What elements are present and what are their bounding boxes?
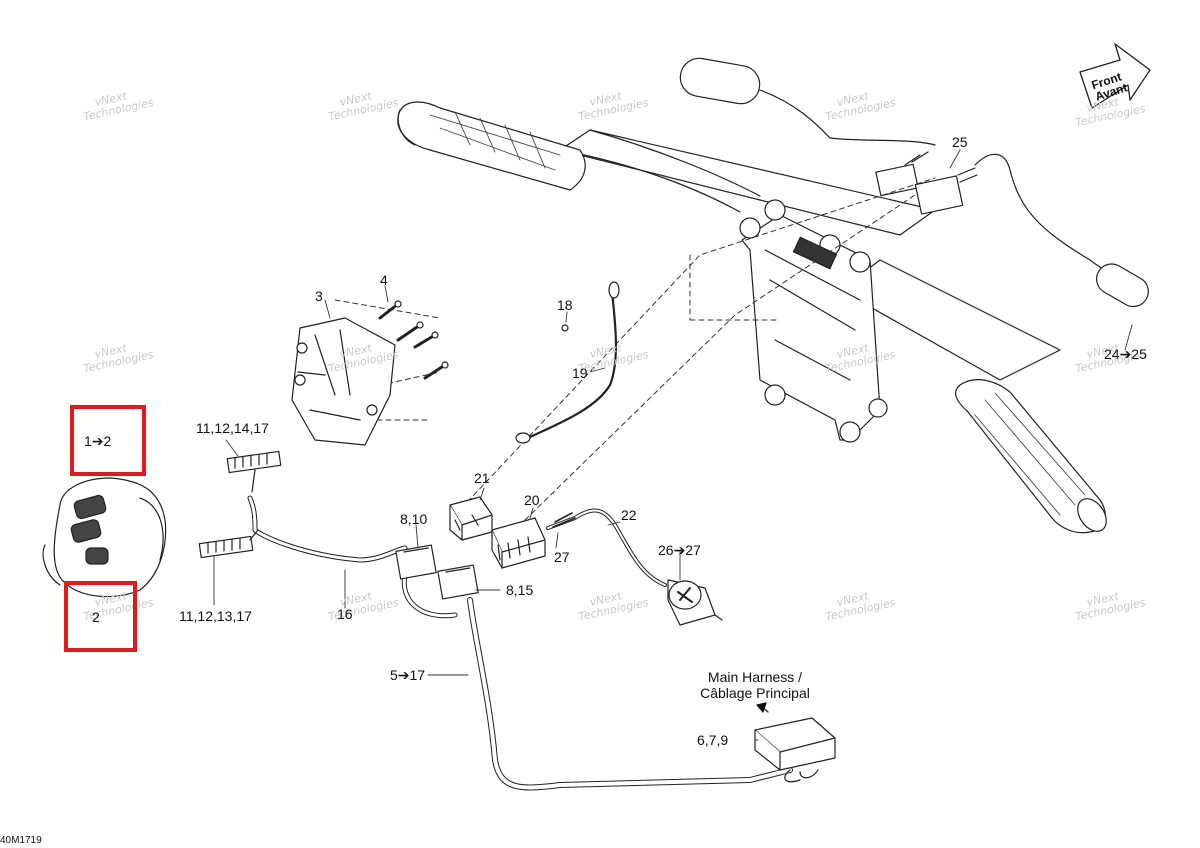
callout-leaders <box>213 149 1133 741</box>
callout-1-to-2[interactable]: 1➔2 <box>84 433 112 449</box>
callout-27[interactable]: 27 <box>554 549 570 565</box>
ground-cable-19-drawing <box>515 281 620 444</box>
callout-20[interactable]: 20 <box>524 492 540 508</box>
callout-2[interactable]: 2 <box>92 609 100 625</box>
switch-assembly-drawing <box>42 477 167 598</box>
harness-16-drawing <box>247 495 793 791</box>
callout-5-to-17[interactable]: 5➔17 <box>390 667 426 683</box>
connectors-8-drawing <box>395 544 479 600</box>
callout-19[interactable]: 19 <box>572 365 588 381</box>
diagram-code: 40M1719 <box>0 835 42 846</box>
callout-25[interactable]: 25 <box>952 134 968 150</box>
right-cable-sleeve <box>974 153 1149 308</box>
connector-11-12-13-17-drawing <box>198 529 259 559</box>
main-harness-label: Main Harness / Câblage Principal <box>700 669 810 701</box>
connector-11-12-14-17-drawing <box>226 450 282 493</box>
heated-grip-element <box>679 57 936 146</box>
connector-21-drawing <box>449 496 493 541</box>
callout-21[interactable]: 21 <box>474 470 490 486</box>
part-27-drawing <box>552 512 576 528</box>
screws-4-drawing <box>378 300 449 380</box>
callout-22[interactable]: 22 <box>621 507 637 523</box>
callout-8-15[interactable]: 8,15 <box>506 582 534 598</box>
callout-18[interactable]: 18 <box>557 297 573 313</box>
right-grip <box>954 379 1107 534</box>
callout-6-7-9[interactable]: 6,7,9 <box>697 732 729 748</box>
handlebar-riser <box>739 199 888 443</box>
main-harness-connector-drawing <box>754 702 836 783</box>
callout-8-10[interactable]: 8,10 <box>400 511 428 527</box>
connector-20-drawing <box>491 517 546 569</box>
sensor-22-26-drawing <box>546 508 723 626</box>
front-direction-arrow <box>1079 43 1151 109</box>
callout-4[interactable]: 4 <box>380 272 388 288</box>
callout-26-to-27[interactable]: 26➔27 <box>658 542 701 558</box>
callout-11-12-14-17[interactable]: 11,12,14,17 <box>196 420 269 436</box>
callout-24-to-25[interactable]: 24➔25 <box>1104 346 1147 362</box>
switch-housing-3-drawing <box>291 317 396 446</box>
callout-16[interactable]: 16 <box>337 606 353 622</box>
callout-3[interactable]: 3 <box>315 288 323 304</box>
left-grip <box>397 101 586 191</box>
connector-25-drawing <box>875 151 978 215</box>
highlight-box-2[interactable] <box>64 581 137 652</box>
callout-11-12-13-17[interactable]: 11,12,13,17 <box>179 608 252 624</box>
highlight-box-1-to-2[interactable] <box>70 405 146 476</box>
